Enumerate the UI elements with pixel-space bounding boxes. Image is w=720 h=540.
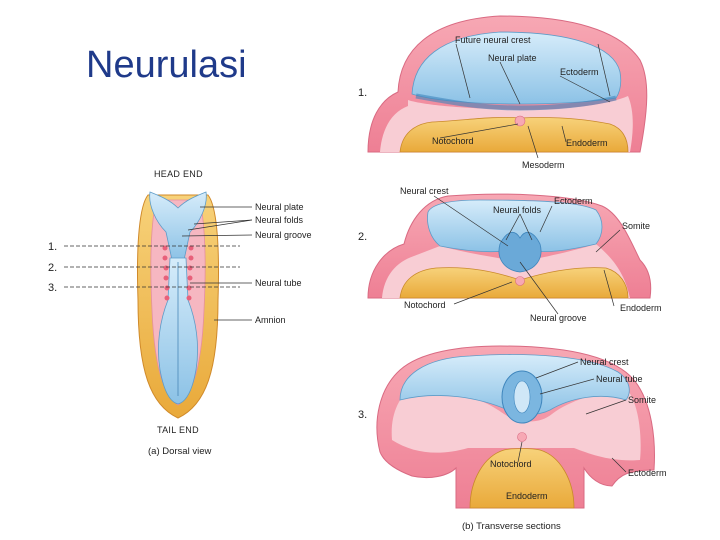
- page-title: Neurulasi: [86, 44, 247, 86]
- transverse-caption: (b) Transverse sections: [462, 521, 561, 532]
- tail-end-label: TAIL END: [157, 425, 199, 435]
- section-1-number: 1.: [358, 87, 367, 99]
- head-end-label: HEAD END: [154, 169, 203, 179]
- dorsal-level-2: 2.: [48, 262, 57, 274]
- label-neural-crest-s3: Neural crest: [580, 357, 629, 367]
- label-ectoderm-s1: Ectoderm: [560, 67, 599, 77]
- label-endoderm-s1: Endoderm: [566, 138, 608, 148]
- label-notochord-s2: Notochord: [404, 300, 446, 310]
- label-neural-folds-s2: Neural folds: [493, 205, 542, 215]
- section-3: 3. Neural crest Neural tube Somite Notoc…: [358, 345, 667, 509]
- s3-mesoderm: [391, 386, 641, 461]
- s2-notochord: [515, 276, 525, 286]
- label-somite-s2: Somite: [622, 221, 650, 231]
- s2-neural-folds: [498, 231, 542, 273]
- s3-endoderm: [469, 448, 575, 509]
- dorsal-level-3: 3.: [48, 282, 57, 294]
- label-neural-tube-dorsal: Neural tube: [255, 278, 302, 288]
- label-neural-crest-s2: Neural crest: [400, 186, 449, 196]
- label-ectoderm-s2: Ectoderm: [554, 196, 593, 206]
- section-3-number: 3.: [358, 409, 367, 421]
- label-neural-folds-dorsal: Neural folds: [255, 215, 304, 225]
- dorsal-view: 1. 2. 3. Neural plate Neural folds Neura…: [48, 169, 312, 457]
- label-future-neural-crest: Future neural crest: [455, 35, 531, 45]
- dorsal-neural-plate: [149, 191, 207, 261]
- s3-notochord: [517, 432, 527, 442]
- dorsal-somites: [162, 245, 194, 301]
- label-endoderm-s3: Endoderm: [506, 491, 548, 501]
- label-neural-plate-s1: Neural plate: [488, 53, 537, 63]
- label-ectoderm-s3: Ectoderm: [628, 468, 667, 478]
- section-2-number: 2.: [358, 231, 367, 243]
- label-somite-s3: Somite: [628, 395, 656, 405]
- label-neural-tube-s3: Neural tube: [596, 374, 643, 384]
- label-neural-plate-dorsal: Neural plate: [255, 202, 304, 212]
- label-neural-groove-s2: Neural groove: [530, 313, 587, 323]
- s1-notochord: [514, 115, 526, 127]
- label-mesoderm-s1: Mesoderm: [522, 160, 565, 170]
- label-notochord-s3: Notochord: [490, 459, 532, 469]
- section-1: 1. Future neural crest Neural plate Ecto…: [358, 15, 648, 170]
- label-notochord-s1: Notochord: [432, 136, 474, 146]
- label-neural-groove-dorsal: Neural groove: [255, 230, 312, 240]
- dorsal-level-1: 1.: [48, 241, 57, 253]
- section-2: 2. Neural crest Neural folds Ectoderm So…: [358, 186, 662, 323]
- dorsal-caption: (a) Dorsal view: [148, 446, 211, 457]
- s2-amniotic-cavity: [427, 199, 603, 253]
- label-endoderm-s2: Endoderm: [620, 303, 662, 313]
- dorsal-level-lines: [64, 245, 240, 288]
- s1-neural-plate: [411, 31, 622, 105]
- label-amnion-dorsal: Amnion: [255, 315, 286, 325]
